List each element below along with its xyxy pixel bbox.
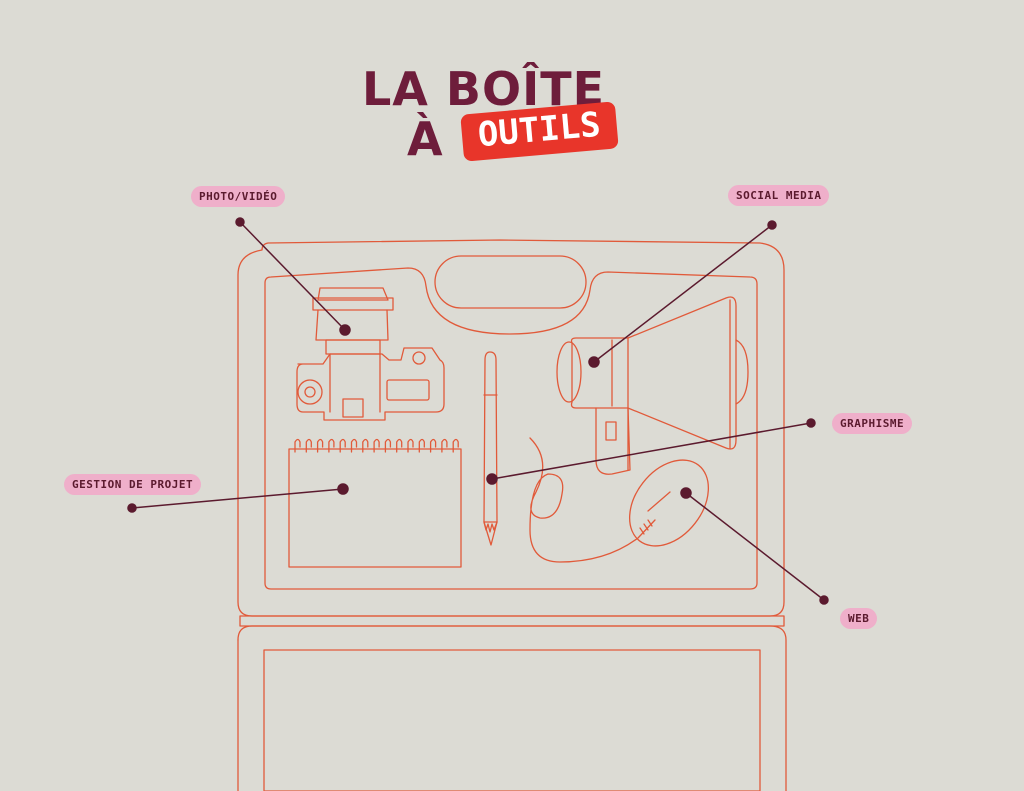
notebook-icon bbox=[288, 438, 462, 568]
notebook-ring bbox=[305, 438, 312, 453]
connector-dot bbox=[339, 324, 351, 336]
label-web: WEB bbox=[840, 608, 878, 630]
label-social-media: SOCIAL MEDIA bbox=[728, 185, 830, 207]
connector-dot bbox=[127, 503, 137, 513]
notebook-ring bbox=[452, 438, 459, 453]
mouse-icon bbox=[529, 437, 710, 563]
notebook-ring bbox=[350, 438, 358, 453]
label-graphisme: GRAPHISME bbox=[832, 413, 913, 435]
connector-dot bbox=[588, 356, 600, 368]
connector-dot bbox=[806, 418, 816, 428]
label-photo-video: PHOTO/VIDÉO bbox=[191, 186, 286, 208]
notebook-ring bbox=[362, 438, 369, 453]
title-line-1: LA BOÎTE bbox=[362, 62, 606, 116]
notebook-ring bbox=[384, 438, 392, 453]
pencil-icon bbox=[483, 351, 498, 546]
notebook-ring bbox=[316, 438, 324, 453]
notebook-ring bbox=[294, 438, 301, 453]
connector-dot bbox=[486, 473, 498, 485]
megaphone-icon bbox=[556, 296, 749, 475]
notebook-ring bbox=[396, 438, 403, 453]
connector-dot bbox=[337, 483, 349, 495]
notebook-ring bbox=[441, 438, 448, 453]
notebook-ring bbox=[418, 438, 425, 453]
notebook-ring bbox=[339, 438, 346, 453]
connector-lines bbox=[127, 217, 829, 605]
label-gestion-de-projet: GESTION DE PROJET bbox=[64, 474, 202, 496]
connector-dot bbox=[819, 595, 829, 605]
notebook-ring bbox=[328, 438, 335, 453]
notebook-ring bbox=[373, 438, 380, 453]
connector-dot bbox=[680, 487, 692, 499]
notebook-ring bbox=[407, 438, 414, 453]
camera-icon bbox=[296, 287, 445, 421]
connector-dot bbox=[235, 217, 245, 227]
notebook-ring bbox=[429, 438, 437, 453]
toolbox-icon bbox=[237, 239, 787, 791]
title-line-2: À bbox=[407, 112, 444, 166]
connector-dot bbox=[767, 220, 777, 230]
